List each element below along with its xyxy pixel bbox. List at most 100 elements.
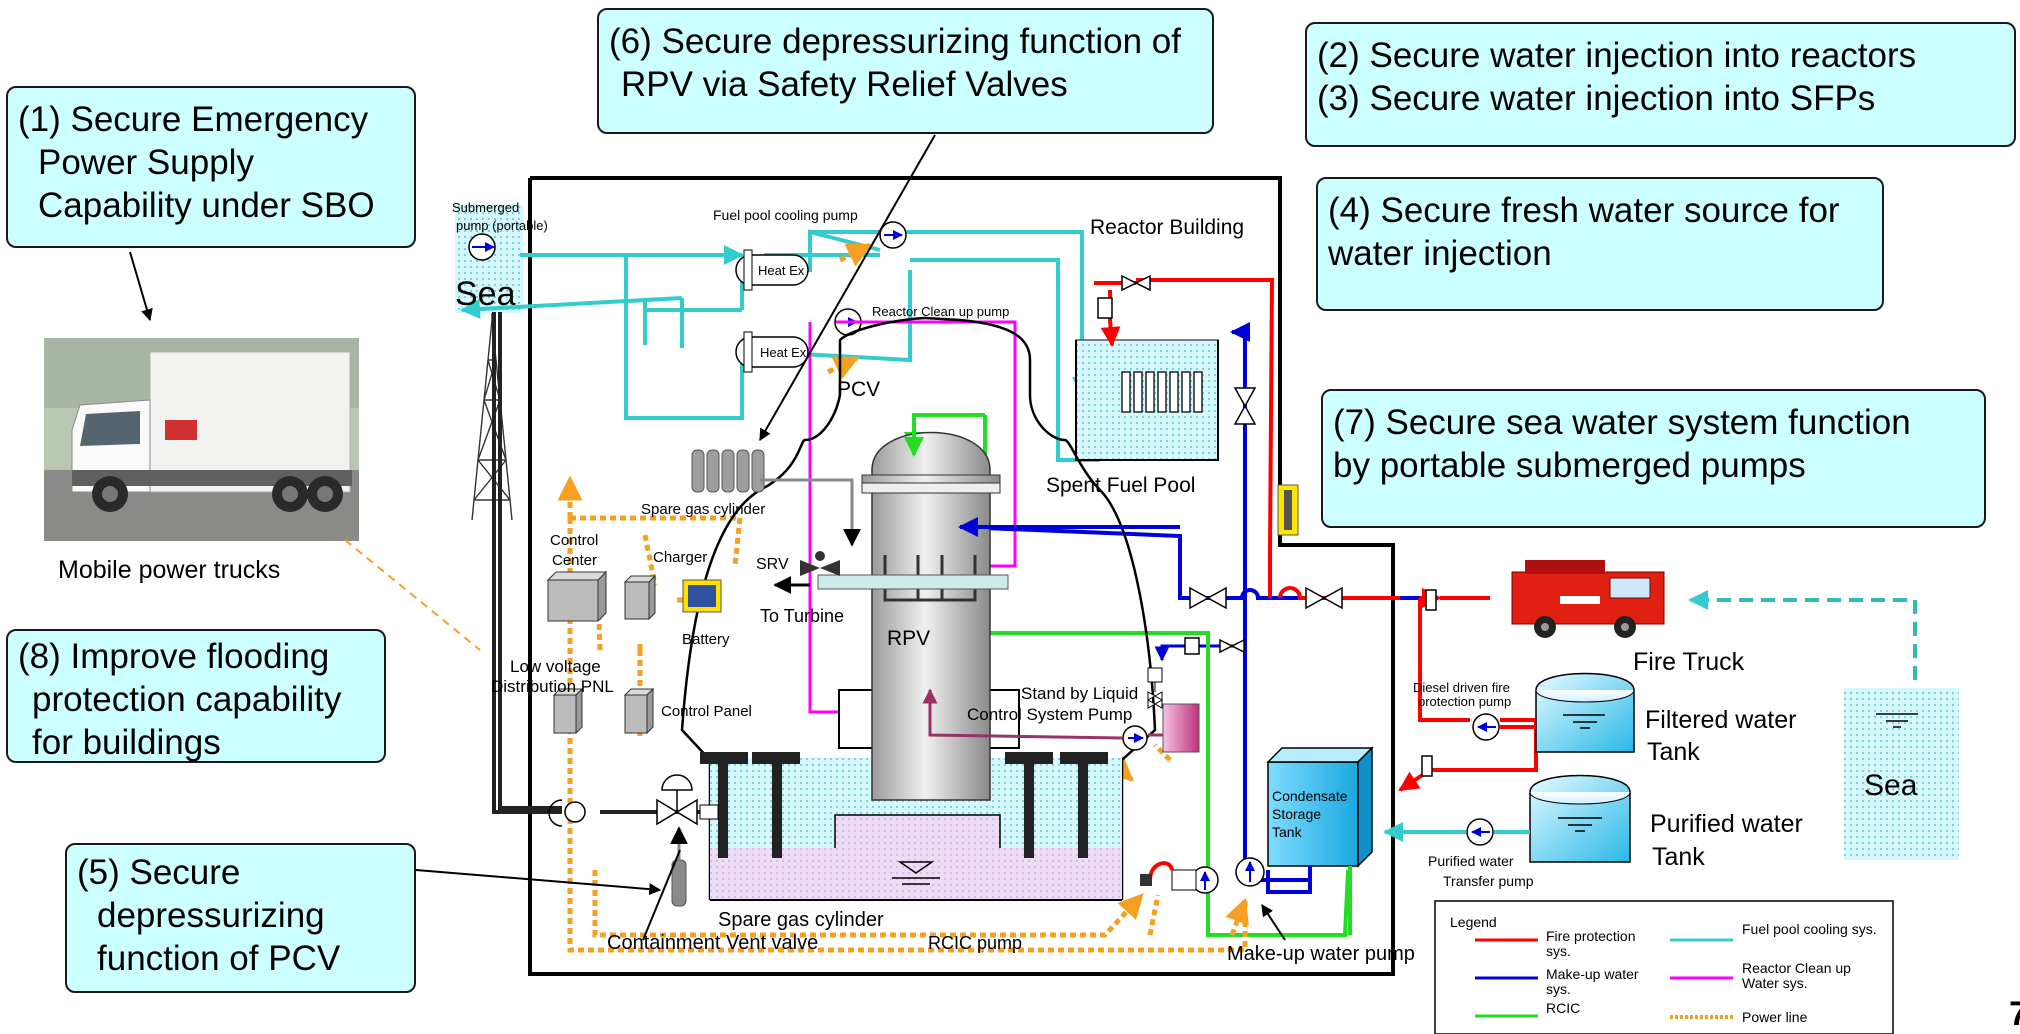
srv-label: SRV	[756, 556, 789, 573]
callout-text: (3) Secure water injection into SFPs	[1317, 77, 2004, 120]
callout-text: RPV via Safety Relief Valves	[609, 63, 1202, 106]
purified-water-pump-icon	[1467, 819, 1493, 845]
callout-text: (8) Improve flooding	[18, 635, 374, 678]
control-center-label-2: Center	[552, 552, 597, 569]
callout-text: (7) Secure sea water system function	[1333, 401, 1974, 444]
slcs-pump-icon	[1123, 726, 1147, 750]
callout-text: (6) Secure depressurizing function of	[609, 20, 1202, 63]
to-turbine-label: To Turbine	[760, 606, 844, 626]
callout-text: protection capability	[18, 678, 374, 721]
callout-text: Capability under SBO	[18, 184, 404, 227]
slcs-tank	[1163, 704, 1199, 752]
legend-cleanup-1: Reactor Clean up	[1742, 960, 1851, 976]
spent-fuel-pool	[1076, 340, 1218, 460]
submerged-pump-label-1: Submerged	[452, 200, 519, 215]
diesel-fire-pump-icon	[1473, 714, 1499, 740]
purified-water-tank	[1530, 776, 1630, 863]
legend-cleanup-2: Water sys.	[1742, 975, 1808, 991]
fuel-pool-cooling-pump-label: Fuel pool cooling pump	[713, 207, 858, 223]
pcv-label: PCV	[837, 378, 880, 401]
callout-text: function of PCV	[77, 937, 404, 980]
heat-exchanger-2: Heat Ex	[736, 332, 808, 372]
filtered-tank-label-1: Filtered water	[1645, 706, 1796, 734]
sea-right-label: Sea	[1864, 769, 1918, 802]
callout-text: Power Supply	[18, 141, 404, 184]
mobile-trucks-label: Mobile power trucks	[58, 556, 280, 584]
callout-flooding-protection: (8) Improve flooding protection capabili…	[6, 629, 386, 763]
callout-sea-water-system: (7) Secure sea water system function by …	[1321, 389, 1986, 528]
submerged-pump-icon	[469, 234, 495, 260]
makeup-water-pump-icon	[1236, 858, 1264, 886]
callout-text: water injection	[1328, 232, 1872, 275]
low-voltage-label-2: Distribution PNL	[491, 677, 614, 696]
callout-text: (5) Secure	[77, 851, 404, 894]
battery-icon	[683, 580, 721, 612]
srv-valve	[800, 551, 840, 576]
legend-rcic: RCIC	[1546, 1000, 1580, 1016]
makeup-small-branch	[1162, 646, 1245, 660]
callout-emergency-power: (1) Secure Emergency Power Supply Capabi…	[6, 86, 416, 248]
spare-gas-cylinders-top	[692, 450, 764, 492]
callout-text: depressurizing	[77, 894, 404, 937]
condensate-label-2: Storage	[1272, 806, 1321, 822]
spare-gas-cylinder-bottom-label: Spare gas cylinder	[718, 909, 884, 931]
diesel-pump-label-2: protection pump	[1418, 694, 1511, 709]
legend-power: Power line	[1742, 1009, 1808, 1025]
rcic-pump-label: RCIC pump	[928, 933, 1022, 953]
callout-text: by portable submerged pumps	[1333, 444, 1974, 487]
control-center-box	[548, 572, 606, 621]
callout-fresh-water: (4) Secure fresh water source for water …	[1316, 177, 1884, 311]
reactor-cleanup-pump-label: Reactor Clean up pump	[872, 304, 1009, 319]
purified-pump-label-1: Purified water	[1428, 853, 1514, 869]
rpv-label: RPV	[887, 627, 930, 650]
callout-rpv-depressurizing: (6) Secure depressurizing function of RP…	[597, 8, 1214, 134]
legend-makeup-1: Make-up water	[1546, 966, 1639, 982]
spare-gas-cylinder-top-label: Spare gas cylinder	[641, 501, 765, 518]
callout-text: for buildings	[18, 721, 374, 764]
fire-truck-icon	[1512, 560, 1664, 638]
callout-water-injection: (2) Secure water injection into reactors…	[1305, 22, 2016, 147]
heat-exchanger-1: Heat Ex	[736, 250, 808, 290]
low-voltage-label-1: Low voltage	[510, 657, 601, 676]
heat-ex-2-label: Heat Ex	[760, 345, 807, 360]
legend-title: Legend	[1450, 914, 1497, 930]
charger-label: Charger	[653, 549, 707, 566]
heat-ex-1-label: Heat Ex	[758, 263, 805, 278]
makeup-pump-label: Make-up water pump	[1227, 943, 1415, 965]
submerged-pump-label-2: pump (portable)	[456, 218, 548, 233]
callout-text: (4) Secure fresh water source for	[1328, 189, 1872, 232]
mobile-power-truck-photo	[44, 338, 359, 541]
gas-line	[760, 480, 852, 545]
slcs-label-1: Stand by Liquid	[1021, 684, 1138, 703]
rcic-pump-icon	[1140, 863, 1218, 893]
sea-left-label: Sea	[455, 275, 516, 313]
purified-tank-label-2: Tank	[1652, 843, 1705, 871]
condensate-label-3: Tank	[1272, 824, 1303, 840]
legend-fuel-pool: Fuel pool cooling sys.	[1742, 921, 1877, 937]
legend-makeup-2: sys.	[1546, 981, 1571, 997]
reactor-building-label: Reactor Building	[1090, 216, 1244, 239]
purified-tank-label-1: Purified water	[1650, 810, 1803, 838]
purified-pump-label-2: Transfer pump	[1443, 873, 1534, 889]
condensate-label-1: Condensate	[1272, 788, 1348, 804]
level-gauge-icon	[1278, 485, 1298, 535]
callout-text: (1) Secure Emergency	[18, 98, 404, 141]
battery-label: Battery	[682, 631, 730, 648]
charger-box	[625, 576, 655, 619]
legend: Legend Fire protection sys. Make-up wate…	[1435, 901, 1893, 1034]
control-panel-box	[625, 689, 653, 733]
slcs-valves	[1148, 668, 1162, 708]
slcs-label-2: Control System Pump	[967, 705, 1132, 724]
control-panel-label: Control Panel	[661, 703, 752, 720]
legend-fire-2: sys.	[1546, 943, 1571, 959]
legend-fire-1: Fire protection	[1546, 928, 1635, 944]
page-number: 7	[2009, 995, 2020, 1034]
diesel-pump-label-1: Diesel driven fire	[1413, 680, 1510, 695]
filtered-tank-label-2: Tank	[1647, 738, 1700, 766]
fire-truck-label: Fire Truck	[1633, 648, 1745, 676]
control-center-label-1: Control	[550, 532, 598, 549]
spent-fuel-pool-label: Spent Fuel Pool	[1046, 474, 1195, 497]
callout-pcv-depressurizing: (5) Secure depressurizing function of PC…	[65, 843, 416, 993]
containment-vent-label: Containment Vent valve	[607, 932, 818, 954]
spare-gas-cylinder-bottom-icon	[672, 828, 686, 906]
